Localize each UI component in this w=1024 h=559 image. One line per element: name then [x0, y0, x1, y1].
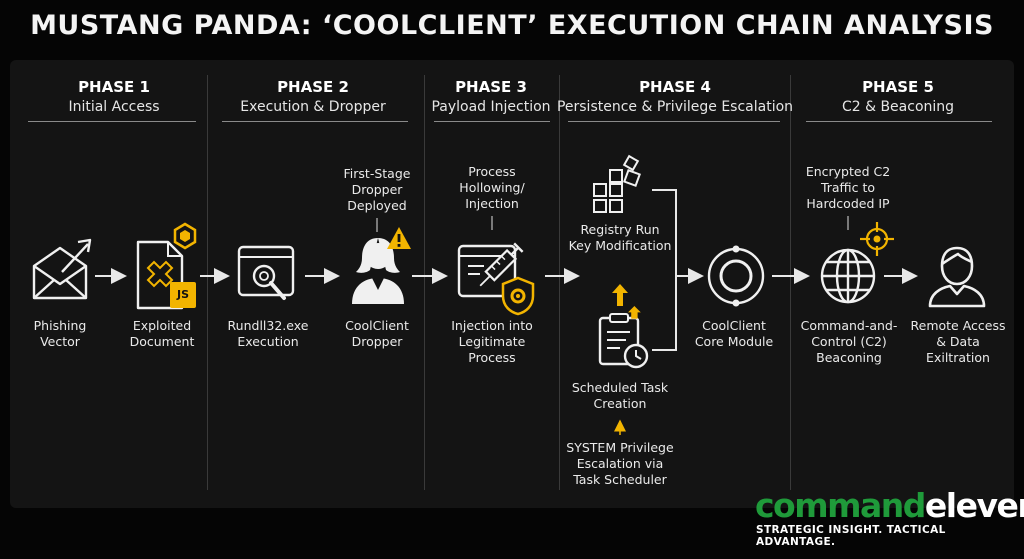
- brand-logo: commandeleven: [755, 486, 1024, 525]
- target-icon: [860, 222, 894, 256]
- registry-blocks-icon: [590, 154, 650, 216]
- brand-tagline: STRATEGIC INSIGHT. TACTICAL ADVANTAGE.: [756, 524, 946, 548]
- phase-5-name: C2 & Beaconing: [841, 99, 955, 115]
- phase-2-name: Execution & Dropper: [240, 99, 386, 115]
- callout-dropper: First-Stage Dropper Deployed: [343, 166, 411, 213]
- node-injection-label: Injection into Legitimate Process: [451, 318, 533, 365]
- node-phishing-label: Phishing Vector: [33, 318, 87, 349]
- person-icon: [344, 227, 418, 306]
- phase-2-number: PHASE 2: [277, 78, 349, 96]
- phase-divider: [559, 75, 560, 490]
- node-rundll-label: Rundll32.exe Execution: [227, 318, 309, 349]
- connector-registry: [652, 189, 677, 276]
- window-syringe-icon: [456, 232, 546, 316]
- callout-c2: Encrypted C2 Traffic to Hardcoded IP: [805, 164, 891, 211]
- core-module-icon: [704, 244, 768, 308]
- phase-4-underline: [568, 121, 780, 122]
- node-c2-label: Command-and- Control (C2) Beaconing: [800, 318, 898, 365]
- phase-1-number: PHASE 1: [78, 78, 150, 96]
- phase-divider: [790, 75, 791, 490]
- phase-1-underline: [28, 121, 196, 122]
- envelope-icon: [30, 236, 92, 302]
- phase-divider: [207, 75, 208, 490]
- user-icon: [926, 244, 988, 308]
- phase-5-underline: [806, 121, 992, 122]
- connector-scheduled: [652, 276, 677, 351]
- node-core-label: CoolClient Core Module: [694, 318, 774, 349]
- node-remote-label: Remote Access & Data Exiltration: [910, 318, 1006, 365]
- node-dropper-label: CoolClient Dropper: [345, 318, 409, 349]
- node-system-label: SYSTEM Privilege Escalation via Task Sch…: [566, 440, 674, 487]
- node-registry-label: Registry Run Key Modification: [568, 222, 672, 253]
- hexagon-icon: [173, 222, 197, 250]
- phase-3-number: PHASE 3: [455, 78, 527, 96]
- node-exploited-label: Exploited Document: [129, 318, 195, 349]
- js-badge: JS: [176, 288, 189, 301]
- phase-3-name: Payload Injection: [431, 99, 551, 115]
- phase-2-underline: [222, 121, 408, 122]
- arrow-up-icon: [612, 284, 628, 306]
- phase-1-name: Initial Access: [68, 99, 160, 115]
- globe-icon: [816, 240, 882, 306]
- page-title: MUSTANG PANDA: ‘COOLCLIENT’ EXECUTION CH…: [30, 10, 994, 41]
- js-file-icon: [170, 282, 196, 308]
- shield-gear-icon: [500, 276, 536, 316]
- clipboard-clock-icon: [596, 306, 654, 370]
- callout-injection: Process Hollowing/ Injection: [459, 164, 525, 211]
- phase-3-underline: [434, 121, 550, 122]
- warning-icon: [386, 226, 412, 250]
- window-magnifier-icon: [236, 244, 300, 308]
- phase-4-name: Persistence & Privilege Escalation: [556, 99, 794, 115]
- phase-4-number: PHASE 4: [639, 78, 711, 96]
- node-scheduled-label: Scheduled Task Creation: [571, 380, 669, 411]
- phase-5-number: PHASE 5: [862, 78, 934, 96]
- phase-divider: [424, 75, 425, 490]
- document-icon: JS: [134, 222, 200, 314]
